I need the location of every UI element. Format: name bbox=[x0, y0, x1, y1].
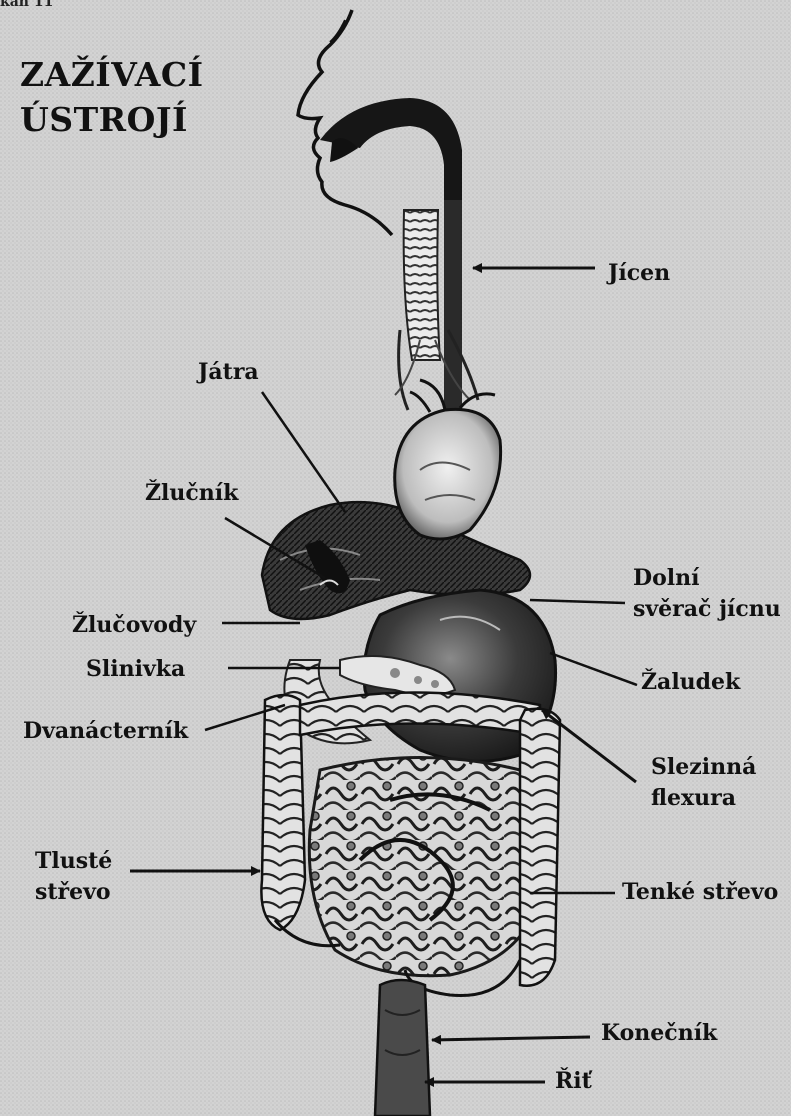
label-jatra: Játra bbox=[198, 357, 259, 388]
label-zlucovody: Žlučovody bbox=[72, 610, 196, 641]
leader-konecnik bbox=[432, 1037, 590, 1040]
leader-jatra bbox=[262, 392, 345, 512]
label-dolni-sverac-line-1: Dolní bbox=[633, 563, 781, 594]
label-jicen: Jícen bbox=[608, 258, 670, 289]
rectum bbox=[375, 980, 430, 1116]
label-slezinna-line-1: Slezinná bbox=[651, 752, 756, 783]
label-slezinna-line-2: flexura bbox=[651, 783, 756, 814]
esophagus bbox=[395, 200, 478, 420]
label-tluste-line-2: střevo bbox=[35, 877, 112, 908]
page-header-fragment: kan 11 bbox=[0, 0, 53, 10]
label-dvanacternik: Dvanácterník bbox=[23, 716, 188, 747]
leader-zaludek bbox=[550, 653, 637, 685]
label-rit: Řiť bbox=[555, 1066, 592, 1097]
small-intestine bbox=[309, 758, 541, 976]
label-tluste-line-1: Tlusté bbox=[35, 846, 112, 877]
label-zaludek: Žaludek bbox=[641, 667, 740, 698]
page-title: ZAŽÍVACÍ ÚSTROJÍ bbox=[20, 52, 204, 142]
leader-dolni-sverac bbox=[530, 600, 625, 603]
title-line-2: ÚSTROJÍ bbox=[20, 97, 204, 142]
title-line-1: ZAŽÍVACÍ bbox=[20, 52, 204, 97]
label-tluste-strevo: Tlusté střevo bbox=[35, 846, 112, 908]
label-dolni-sverac: Dolní svěrač jícnu bbox=[633, 563, 781, 625]
label-tenke-strevo: Tenké střevo bbox=[622, 877, 778, 908]
label-zlucnik: Žlučník bbox=[145, 478, 238, 509]
head-profile bbox=[298, 10, 462, 235]
label-slezinna-flexura: Slezinná flexura bbox=[651, 752, 756, 814]
label-dolni-sverac-line-2: svěrač jícnu bbox=[633, 594, 781, 625]
label-konecnik: Konečník bbox=[601, 1018, 717, 1049]
label-slinivka: Slinivka bbox=[86, 654, 185, 685]
